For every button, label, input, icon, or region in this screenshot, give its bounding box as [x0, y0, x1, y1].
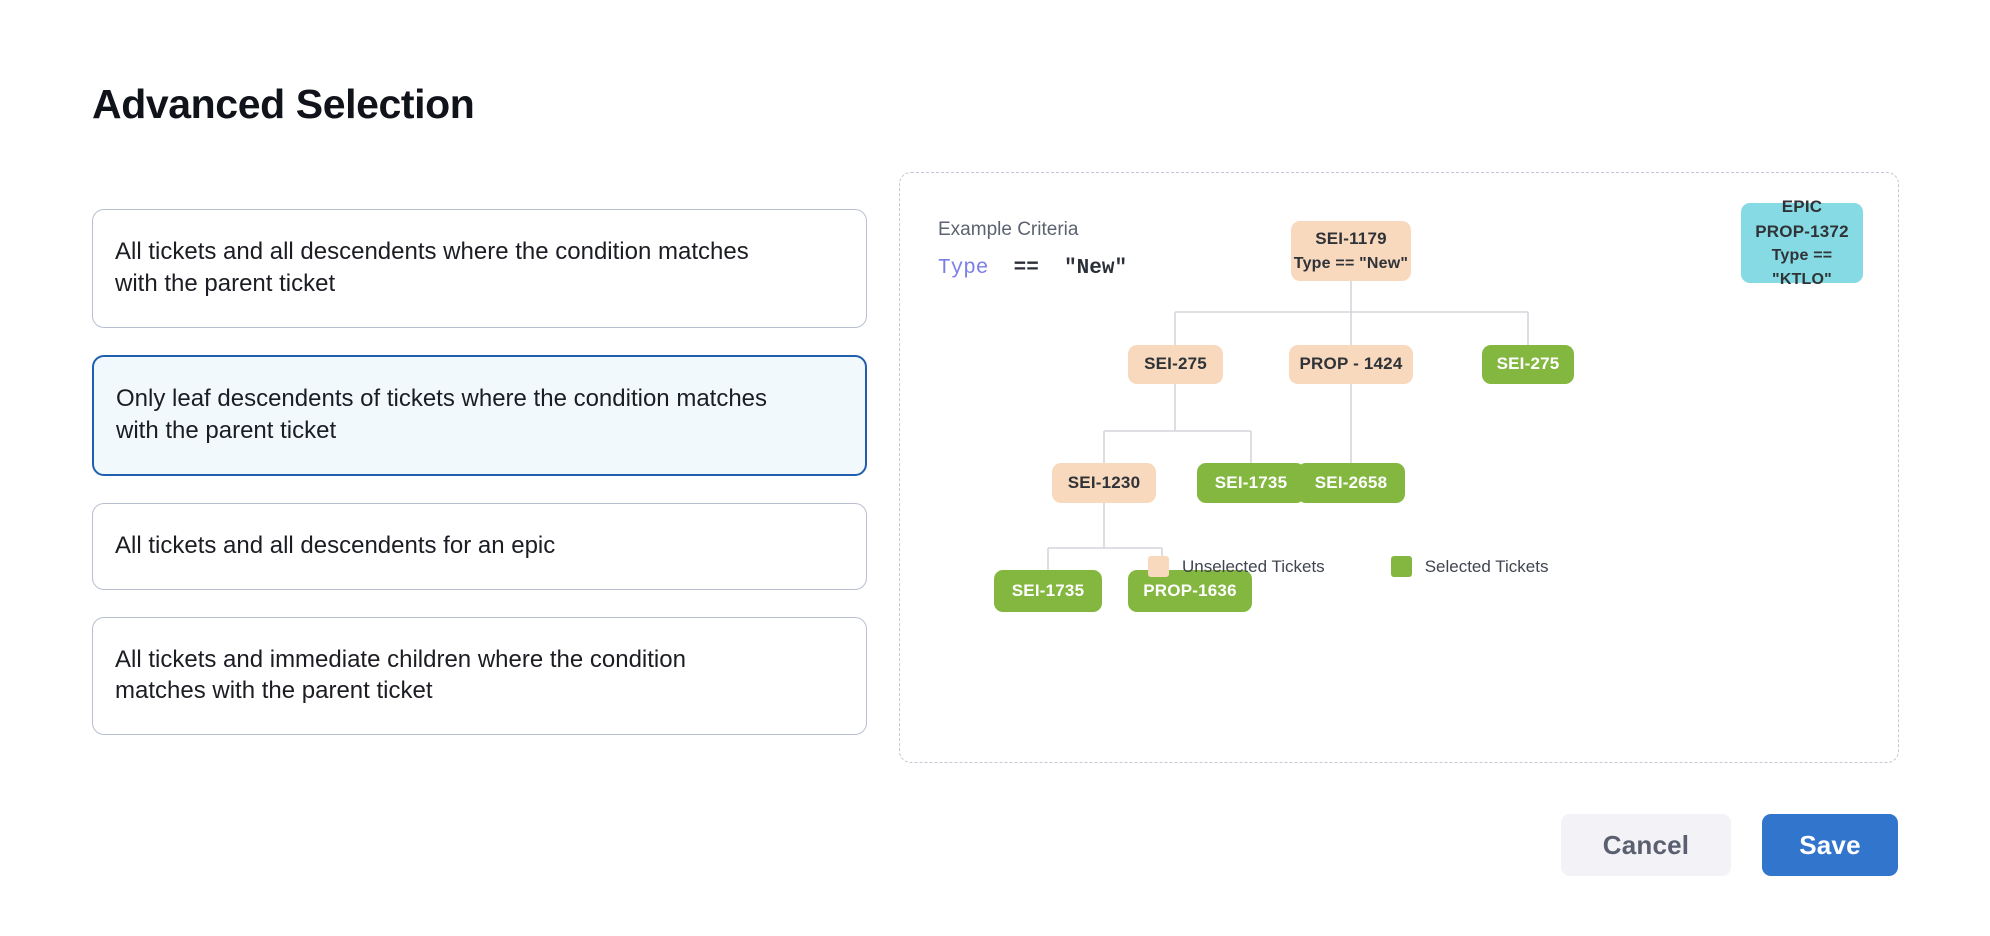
tree-node-root[interactable]: SEI-1179 Type == "New" — [1291, 221, 1411, 281]
option-card-leaf-descendents[interactable]: Only leaf descendents of tickets where t… — [92, 354, 867, 476]
node-id: PROP-1636 — [1143, 580, 1237, 600]
option-card-epic-descendents[interactable]: All tickets and all descendents for an e… — [92, 502, 867, 590]
legend-item-selected: Selected Tickets — [1390, 556, 1549, 577]
legend-label: Unselected Tickets — [1182, 556, 1325, 576]
option-card-immediate-children[interactable]: All tickets and immediate children where… — [92, 616, 867, 736]
option-label: Only leaf descendents of tickets where t… — [116, 384, 768, 444]
node-id: SEI-1179 — [1315, 229, 1387, 249]
tree-node-prop-1636[interactable]: PROP-1636 — [1128, 570, 1252, 612]
tree-node-epic[interactable]: EPIC PROP-1372 Type == "KTLO" — [1741, 197, 1863, 288]
node-id: SEI-1735 — [1214, 472, 1288, 492]
option-card-all-descendents[interactable]: All tickets and all descendents where th… — [92, 209, 867, 328]
criteria-title: Example Criteria — [938, 219, 1079, 240]
node-id: PROP - 1424 — [1299, 354, 1403, 374]
node-id: SEI-1735 — [1011, 580, 1085, 600]
selection-options-list: All tickets and all descendents where th… — [92, 209, 867, 762]
node-condition: Type == "New" — [1293, 254, 1409, 272]
tree-node-prop-1424[interactable]: PROP - 1424 — [1289, 345, 1413, 384]
node-id: SEI-2658 — [1314, 472, 1388, 492]
ticket-tree: SEI-1179 Type == "New" EPIC PROP-1372 Ty… — [900, 173, 1900, 764]
option-label: All tickets and immediate children where… — [115, 645, 686, 705]
dialog-footer: Cancel Save — [1561, 814, 1898, 876]
tree-node-sei-275-unselected[interactable]: SEI-275 — [1128, 345, 1223, 384]
legend-item-unselected: Unselected Tickets — [1148, 556, 1325, 577]
legend-label: Selected Tickets — [1424, 556, 1549, 576]
tree-node-sei-1735-mid[interactable]: SEI-1735 — [1197, 463, 1305, 503]
cancel-button[interactable]: Cancel — [1561, 814, 1731, 876]
node-id: SEI-275 — [1144, 354, 1207, 374]
tree-node-sei-1230[interactable]: SEI-1230 — [1052, 463, 1156, 503]
criteria-keyword: Type — [938, 257, 989, 280]
example-diagram-panel: Example Criteria Type == "New" — [899, 172, 1899, 763]
tree-node-sei-1735-leaf[interactable]: SEI-1735 — [994, 570, 1102, 612]
diagram-legend: Unselected Tickets Selected Tickets — [1148, 556, 1548, 577]
criteria-expression: Type == "New" — [938, 257, 1127, 280]
tree-node-sei-275-selected[interactable]: SEI-275 — [1482, 345, 1574, 384]
page-title: Advanced Selection — [92, 81, 475, 128]
criteria-value: "New" — [1064, 257, 1128, 280]
legend-swatch-unselected-icon — [1148, 556, 1169, 577]
tree-node-sei-2658[interactable]: SEI-2658 — [1297, 463, 1405, 503]
criteria-operator: == — [1013, 257, 1039, 280]
save-button[interactable]: Save — [1762, 814, 1898, 876]
legend-swatch-selected-icon — [1390, 556, 1412, 577]
node-condition: Type == "KTLO" — [1771, 247, 1833, 288]
tree-connectors — [1047, 281, 1529, 570]
node-id: SEI-1230 — [1067, 472, 1141, 492]
option-label: All tickets and all descendents where th… — [115, 238, 749, 297]
node-kind: EPIC — [1781, 197, 1823, 217]
option-label: All tickets and all descendents for an e… — [115, 531, 556, 559]
node-id: PROP-1372 — [1755, 221, 1849, 241]
node-id: SEI-275 — [1496, 354, 1560, 374]
